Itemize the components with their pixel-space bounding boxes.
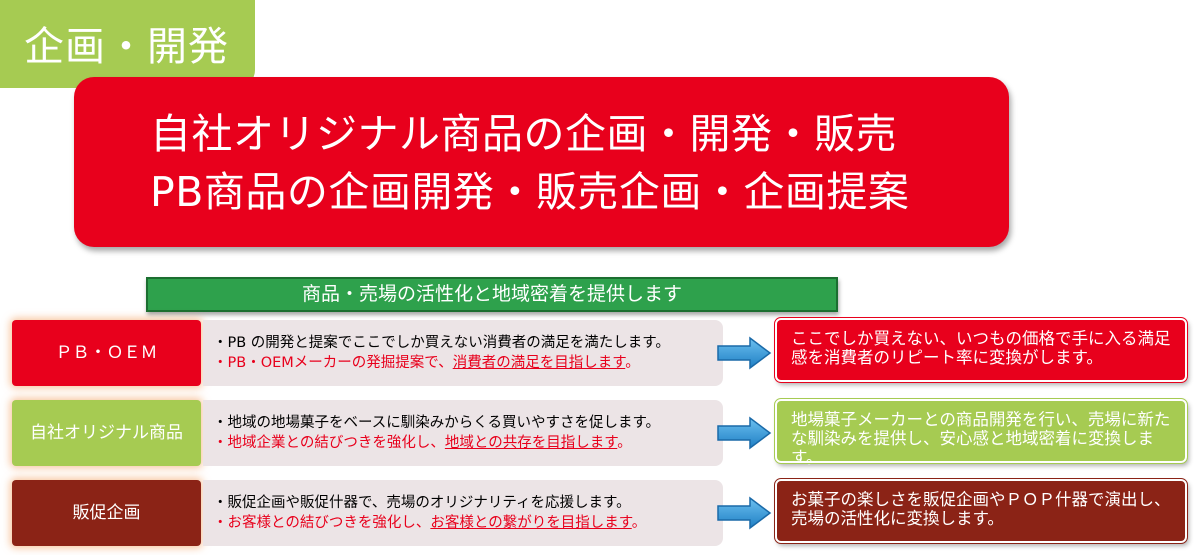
headline-banner: 自社オリジナル商品の企画・開発・販売 PB商品の企画開発・販売企画・企画提案 <box>74 77 1009 247</box>
goal-suffix: 。 <box>631 515 647 531</box>
section-title: 商品・売場の活性化と地域密着を提供します <box>301 283 682 305</box>
description-line: ・地域の地場菓子をベースに馴染みからくる買いやすさを促します。 <box>213 415 661 431</box>
goal-prefix: ・地域企業との結びつきを強化し、 <box>213 435 445 451</box>
description-goal-line: ・PB・OEMメーカーの発掘提案で、消費者の満足を目指します。 <box>213 353 723 373</box>
row-label-text: 販促企画 <box>72 503 141 523</box>
description-line: ・PB の開発と提案でここでしか買えない消費者の満足を満たします。 <box>213 335 670 351</box>
arrow-right-icon <box>717 416 772 450</box>
goal-underlined: お客様との繋がりを目指します <box>430 515 632 531</box>
description-goal-line: ・地域企業との結びつきを強化し、地域との共存を目指します。 <box>213 433 723 453</box>
result-text: お菓子の楽しさを販促企画やＰＯＰ什器で演出し、売場の活性化に変換します。 <box>791 490 1171 528</box>
row-label-original-products: 自社オリジナル商品 <box>12 400 201 466</box>
result-text: ここでしか買えない、いつもの価格で手に入る満足感を消費者のリピート率に変換がしま… <box>791 329 1171 367</box>
row-description-sales-promotion: ・販促企画や販促什器で、売場のオリジナリティを応援します。 ・お客様との結びつき… <box>203 480 723 546</box>
goal-underlined: 消費者の満足を目指します <box>452 355 626 371</box>
goal-underlined: 地域との共存を目指します <box>444 435 618 451</box>
description-goal-line: ・お客様との結びつきを強化し、お客様との繋がりを目指します。 <box>213 513 723 533</box>
goal-prefix: ・お客様との結びつきを強化し、 <box>213 515 431 531</box>
goal-suffix: 。 <box>625 355 640 371</box>
goal-prefix: ・PB・OEMメーカーの発掘提案で、 <box>213 355 453 371</box>
row-label-pb-oem: ＰＢ・ＯＥＭ <box>12 320 201 386</box>
headline-line-2: PB商品の企画開発・販売企画・企画提案 <box>150 168 910 216</box>
row-label-text: ＰＢ・ＯＥＭ <box>55 343 158 363</box>
result-box-original-products: 地場菓子メーカーとの商品開発を行い、売場に新たな馴染みを提供し、安心感と地域密着… <box>774 398 1188 467</box>
description-line: ・販促企画や販促什器で、売場のオリジナリティを応援します。 <box>213 495 631 511</box>
arrow-right-icon <box>717 496 772 530</box>
category-badge: 企画・開発 <box>0 0 255 88</box>
row-label-sales-promotion: 販促企画 <box>12 480 201 546</box>
row-description-original-products: ・地域の地場菓子をベースに馴染みからくる買いやすさを促します。 ・地域企業との結… <box>203 400 723 466</box>
category-badge-label: 企画・開発 <box>24 24 229 70</box>
result-text: 地場菓子メーカーとの商品開発を行い、売場に新たな馴染みを提供し、安心感と地域密着… <box>791 410 1171 467</box>
row-description-pb-oem: ・PB の開発と提案でここでしか買えない消費者の満足を満たします。 ・PB・OE… <box>203 320 723 386</box>
row-label-text: 自社オリジナル商品 <box>30 423 183 443</box>
headline-line-1: 自社オリジナル商品の企画・開発・販売 <box>150 110 897 158</box>
arrow-right-icon <box>717 336 772 370</box>
goal-suffix: 。 <box>617 435 632 451</box>
result-box-sales-promotion: お菓子の楽しさを販促企画やＰＯＰ什器で演出し、売場の活性化に変換します。 <box>774 478 1188 544</box>
result-box-pb-oem: ここでしか買えない、いつもの価格で手に入る満足感を消費者のリピート率に変換がしま… <box>774 317 1188 383</box>
section-title-bar: 商品・売場の活性化と地域密着を提供します <box>146 277 838 312</box>
